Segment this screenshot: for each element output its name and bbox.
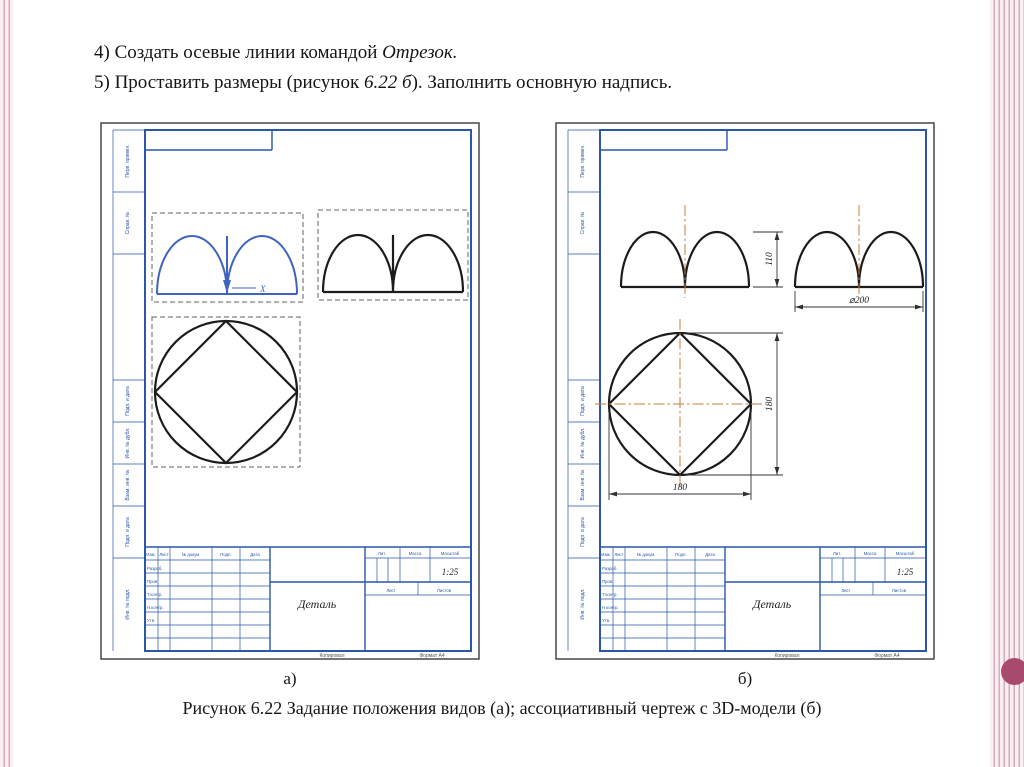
left-border-stripes bbox=[0, 0, 13, 767]
dimension-diameter-200: ⌀200 bbox=[794, 291, 924, 312]
pink-accent-circle bbox=[1001, 658, 1024, 685]
instruction-step-5: 5) Проставить размеры (рисунок 6.22 б). … bbox=[94, 68, 672, 98]
insertion-arrow-icon bbox=[223, 280, 231, 293]
selection-box-front-view bbox=[151, 212, 304, 303]
dimension-value: ⌀200 bbox=[849, 296, 869, 306]
instruction-text: 5) Проставить размеры (рисунок bbox=[94, 72, 364, 93]
front-view-selected: X bbox=[156, 235, 298, 295]
gost-frame-instance bbox=[100, 122, 480, 660]
figure-label-b: б) bbox=[737, 669, 753, 688]
dimension-180-vertical: 180 bbox=[686, 332, 783, 476]
figure-caption: Рисунок 6.22 Задание положения видов (а)… bbox=[182, 698, 822, 718]
instructions: 4) Создать осевые линии командой Отрезок… bbox=[94, 38, 672, 98]
extension-lines bbox=[608, 410, 752, 500]
dimension-180-horizontal: 180 bbox=[608, 410, 752, 500]
instruction-command: Отрезок. bbox=[382, 42, 458, 63]
top-view-square bbox=[153, 319, 299, 465]
side-view bbox=[793, 205, 925, 298]
dimension-value: 180 bbox=[673, 483, 688, 493]
centerline-cross bbox=[595, 319, 765, 489]
dimension-value: 110 bbox=[765, 252, 775, 266]
side-view-outline bbox=[321, 233, 465, 294]
dimension-value: 180 bbox=[765, 397, 775, 412]
drawing-sheet-b: 110 ⌀200 180 180 bbox=[555, 122, 935, 660]
gost-frame-instance bbox=[555, 122, 935, 660]
selection-box-top-view bbox=[151, 316, 301, 468]
figure-label-a: а) bbox=[283, 669, 297, 688]
selection-box-side-view bbox=[317, 209, 469, 301]
instruction-text: 4) Создать осевые линии командой bbox=[94, 42, 383, 63]
top-view bbox=[153, 319, 299, 465]
instruction-text: ). Заполнить основную надпись. bbox=[411, 72, 673, 93]
top-view bbox=[595, 319, 765, 489]
right-border-stripes bbox=[990, 0, 1024, 767]
front-view bbox=[619, 205, 751, 298]
dimension-height-110: 110 bbox=[753, 231, 783, 288]
side-view bbox=[321, 233, 465, 294]
instruction-step-4: 4) Создать осевые линии командой Отрезок… bbox=[94, 38, 672, 68]
x-axis-label: X bbox=[259, 284, 266, 294]
drawing-sheet-a: Перв. примен. Справ. № Подп. и дата Инв.… bbox=[100, 122, 480, 660]
extension-lines bbox=[686, 332, 783, 476]
figure-reference: 6.22 б bbox=[364, 72, 412, 93]
